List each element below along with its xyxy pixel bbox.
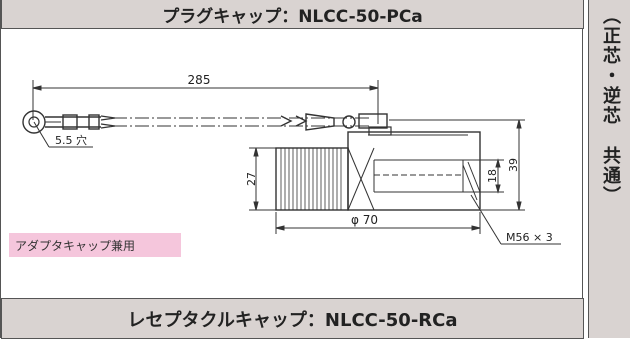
- dim-diameter: φ 70: [351, 213, 378, 227]
- side-label: （正芯・逆芯 共通）: [600, 6, 621, 206]
- receptacle-cap-title: レセプタクルキャップ：NLCC-50-RCa: [1, 298, 584, 339]
- side-label-bar: （正芯・逆芯 共通）: [588, 0, 630, 338]
- dim-length: 285: [188, 73, 211, 87]
- dim-height-right: 39: [507, 158, 520, 172]
- dim-thread: M56 × 3: [506, 231, 553, 244]
- adapter-cap-tag: アダプタキャップ兼用: [9, 233, 181, 257]
- dim-inner-height: 18: [486, 169, 499, 183]
- dim-height-left: 27: [245, 172, 258, 186]
- cap-technical-drawing: 285 5.5 穴 27 39 18 φ 70 M56 × 3: [22, 73, 561, 245]
- dim-hole: 5.5 穴: [55, 133, 87, 147]
- drawing-panel: プラグキャップ：NLCC-50-PCa レセプタクルキャップ：NLCC-50-R…: [0, 0, 584, 339]
- plug-cap-title: プラグキャップ：NLCC-50-PCa: [1, 0, 584, 29]
